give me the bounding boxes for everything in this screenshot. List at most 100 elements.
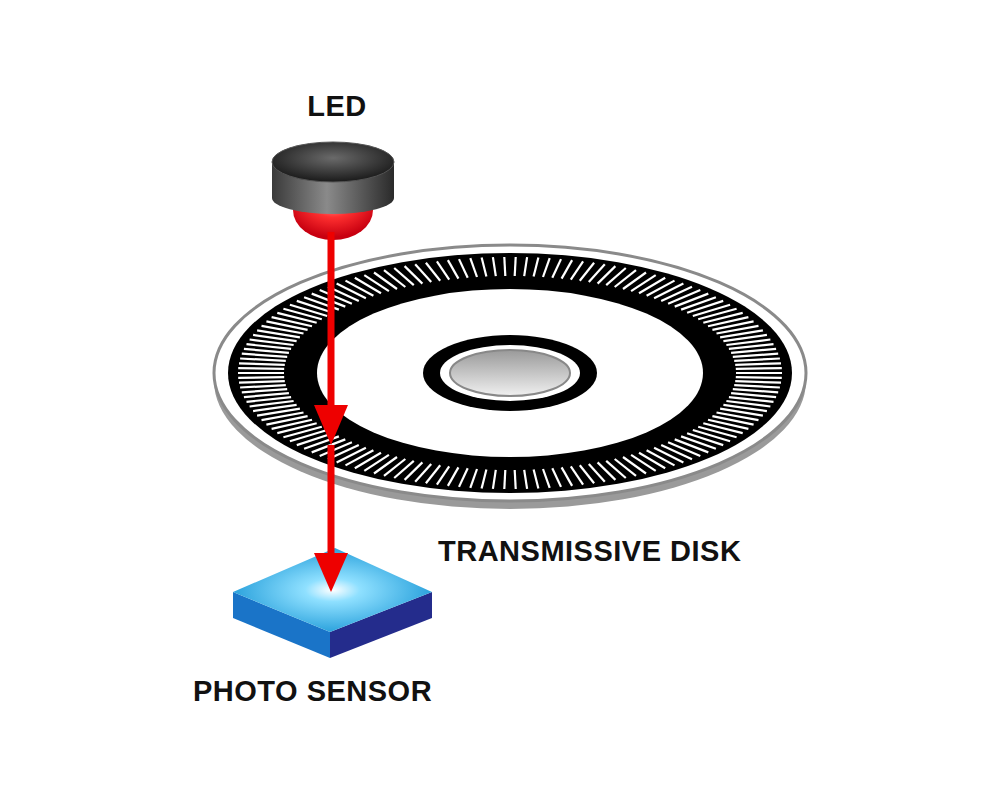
slit: [470, 258, 477, 277]
slit: [668, 290, 700, 304]
slit: [374, 273, 397, 290]
slit: [735, 381, 781, 383]
slit: [470, 469, 477, 488]
slit: [647, 450, 675, 465]
slit: [606, 268, 626, 285]
slit: [571, 261, 583, 279]
slit: [681, 436, 716, 448]
slit: [240, 385, 286, 387]
slit: [283, 309, 321, 320]
slit: [668, 442, 700, 456]
slit: [240, 359, 286, 361]
slit: [731, 393, 776, 397]
hub-ring: [423, 335, 597, 411]
slit: [459, 468, 468, 487]
slit: [337, 284, 366, 299]
slit: [482, 258, 487, 277]
slit: [346, 281, 374, 296]
slit: [698, 309, 736, 320]
slit: [504, 470, 505, 489]
slit: [290, 305, 327, 316]
slit: [405, 462, 423, 480]
slit: [355, 278, 381, 294]
slit: [374, 457, 397, 474]
slit: [552, 259, 561, 278]
slit: [238, 372, 284, 374]
slit: [482, 470, 487, 489]
disk-label: TRANSMISSIVE DISK: [438, 535, 741, 568]
light-beam: [328, 232, 335, 420]
slit: [731, 349, 776, 353]
slit: [631, 275, 656, 291]
slit: [580, 465, 594, 483]
slit: [238, 376, 284, 379]
disk-face: [214, 245, 806, 501]
slit: [543, 469, 550, 488]
slit: [693, 430, 730, 441]
slit: [736, 376, 782, 379]
slit: [654, 448, 683, 463]
led-label: LED: [307, 90, 367, 123]
slit: [729, 344, 774, 349]
slit: [272, 420, 312, 429]
slit: [623, 457, 646, 474]
sensor-top: [233, 548, 432, 632]
slit: [364, 275, 389, 291]
slit: [734, 359, 780, 361]
slit: [606, 461, 626, 478]
slit-pattern: [238, 257, 782, 489]
slit: [283, 427, 321, 438]
slit: [384, 270, 405, 287]
slit: [736, 367, 782, 370]
code-band: [228, 253, 792, 493]
center-hole: [450, 350, 570, 396]
slit: [239, 363, 285, 365]
slit: [571, 466, 583, 484]
slit: [661, 445, 692, 459]
slit: [712, 416, 753, 425]
slit: [394, 461, 414, 478]
slit: [459, 259, 468, 278]
slit: [639, 453, 665, 469]
slit: [394, 268, 414, 285]
slit: [733, 389, 778, 392]
slit: [426, 263, 440, 281]
slit: [698, 427, 736, 438]
slit: [543, 258, 550, 277]
disk-inner: [317, 289, 703, 457]
slit: [639, 278, 665, 294]
slit: [247, 397, 292, 402]
slit: [631, 455, 656, 471]
slit: [437, 261, 449, 279]
slit: [623, 273, 646, 290]
slit: [661, 287, 692, 301]
slit: [238, 367, 284, 370]
slit: [493, 470, 496, 489]
slit: [687, 301, 723, 313]
sensor-label: PHOTO SENSOR: [193, 675, 432, 708]
slit: [734, 385, 780, 387]
slit: [239, 381, 285, 383]
slit: [277, 313, 316, 323]
slit: [562, 260, 573, 279]
beam-arrowhead: [314, 405, 348, 445]
slit: [355, 453, 381, 469]
slit: [244, 349, 289, 353]
slit: [733, 354, 778, 357]
slit: [693, 305, 730, 316]
slit: [515, 257, 516, 276]
slit: [703, 423, 742, 433]
slit: [735, 363, 781, 365]
slit: [708, 317, 748, 326]
hub-ring-inner: [440, 345, 580, 401]
slit: [552, 468, 561, 487]
slit: [242, 354, 287, 357]
slit: [562, 467, 573, 486]
slit: [290, 430, 327, 441]
slit: [647, 281, 675, 296]
slit: [266, 321, 307, 330]
slit: [272, 317, 312, 326]
slit: [681, 297, 716, 309]
